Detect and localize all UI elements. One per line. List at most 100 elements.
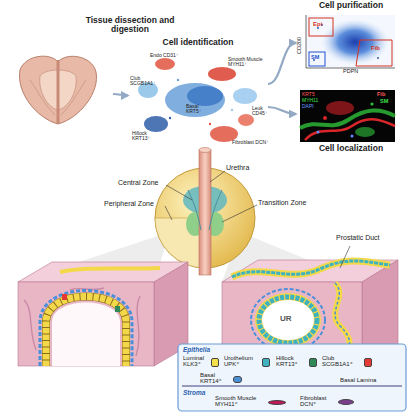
micrograph (355, 127, 375, 137)
annotation-label: Prostatic Duct (336, 234, 396, 242)
leader-line (165, 171, 350, 268)
annotation-label: Hillock KRT13⁺ (132, 131, 164, 142)
tsne-plot (233, 88, 257, 104)
tissue-block-left (46, 297, 126, 367)
tsne-plot (165, 83, 225, 117)
tissue-block-right (262, 300, 314, 340)
legend-label: Fibroblast DCN⁺ (300, 395, 336, 408)
annotation-label: Basal KRT5⁺ (186, 104, 212, 115)
tissue-block-left (52, 303, 120, 367)
tissue-block-right (232, 261, 390, 277)
prostate-anatomy (155, 148, 255, 276)
cell-swatch (364, 358, 372, 367)
flow-plot (306, 15, 395, 68)
micrograph (351, 135, 354, 138)
tissue-block-left (62, 294, 67, 300)
micrograph (300, 90, 395, 142)
tissue-block-left (18, 282, 154, 366)
annotation-label: CD200 (297, 37, 303, 54)
flow-arrow (268, 43, 296, 84)
prostate-anatomy (199, 148, 211, 153)
tsne-plot (169, 117, 171, 119)
annotation-label: PDPN (343, 69, 358, 75)
annotation-label: SM (380, 99, 388, 105)
annotation-label: Stroma (183, 389, 205, 396)
legend-label: Smooth Muscle MYH11⁺ (215, 395, 267, 408)
leader-line (165, 171, 350, 268)
tissue-block-left (46, 297, 126, 367)
annotation-label: Urethra (226, 164, 249, 172)
legend-label: Hillock KRT13⁺ (276, 355, 309, 368)
flow-plot (306, 15, 395, 68)
annotation-label: Transition Zone (258, 199, 318, 207)
cell-swatch (338, 399, 354, 405)
tissue-block-left (40, 291, 132, 367)
micrograph (300, 90, 395, 142)
prostate-anatomy (188, 190, 222, 230)
legend-label: Basal KRT14⁺ (200, 372, 232, 385)
tissue-block-right (232, 261, 390, 277)
tsne-plot (144, 116, 168, 132)
annotation-label: Epithelia (183, 346, 210, 353)
flow-arrow (268, 107, 296, 114)
annotation-label: MYH11 (302, 98, 318, 103)
annotation-label: Basal Lamina (340, 377, 376, 383)
step-title: Tissue dissection and digestion (76, 16, 184, 35)
tsne-plot (177, 79, 179, 81)
flow-plot (309, 52, 325, 66)
micrograph (317, 131, 320, 134)
tissue-block-left (18, 262, 188, 366)
flow-plot (377, 57, 379, 59)
tissue-block-right (255, 293, 321, 347)
tsne-plot (187, 86, 223, 106)
tissue-block-right (251, 289, 325, 351)
cell-swatch (211, 358, 219, 367)
flow-plot (356, 40, 392, 66)
tissue-block-left (60, 268, 160, 272)
annotation-label: SM (311, 55, 319, 61)
step-panel: Cell purification (296, 0, 406, 78)
tissue-block-right (259, 297, 317, 343)
legend-box (178, 344, 406, 411)
micrograph (305, 119, 395, 140)
tsne-plot (155, 58, 175, 70)
step-title: Cell purification (296, 1, 406, 10)
prostate-tissue (30, 80, 86, 115)
annotation-label: Endo CD31⁺ (150, 53, 180, 58)
step-title: Cell localization (296, 144, 406, 153)
tissue-block-left (115, 306, 120, 312)
annotation-label: Peripheral Zone (104, 200, 164, 208)
legend-box (178, 344, 406, 411)
prostate-anatomy (199, 150, 211, 275)
annotation-label: Smooth Muscle MYH11⁺ (228, 57, 268, 68)
flow-arrow (113, 94, 128, 96)
prostate-tissue (57, 60, 60, 124)
annotation-label: KRT5 (302, 92, 315, 97)
step-panel: Tissue dissection and digestion (8, 10, 113, 130)
cell-swatch (233, 376, 242, 383)
tsne-plot (231, 109, 233, 111)
cell-swatch (268, 400, 286, 405)
micrograph (323, 116, 327, 120)
annotation-label: Epi (313, 21, 322, 27)
annotation-label: Club SCGB1A1⁺ (130, 76, 160, 87)
flow-plot (309, 18, 333, 36)
tsne-plot (138, 58, 257, 142)
legend-label: Urothelium UPK⁺ (224, 355, 262, 368)
flow-plot (306, 15, 395, 68)
tsne-plot (209, 123, 211, 125)
cell-swatch (309, 358, 317, 367)
micrograph (326, 101, 354, 115)
annotation-label: Fibroblast DCN⁺ (232, 140, 270, 145)
micrograph (370, 102, 373, 105)
step-title: Cell identification (128, 38, 268, 47)
flow-plot (321, 19, 389, 65)
legend-label: Club SCGB1A1⁺ (322, 355, 362, 368)
cell-swatch (262, 358, 270, 367)
flow-plot (317, 27, 319, 29)
annotation-label: Central Zone (118, 179, 166, 187)
annotation-label: UR (280, 315, 292, 324)
annotation-label: Fib (371, 45, 380, 51)
prostate-tissue (19, 56, 96, 124)
